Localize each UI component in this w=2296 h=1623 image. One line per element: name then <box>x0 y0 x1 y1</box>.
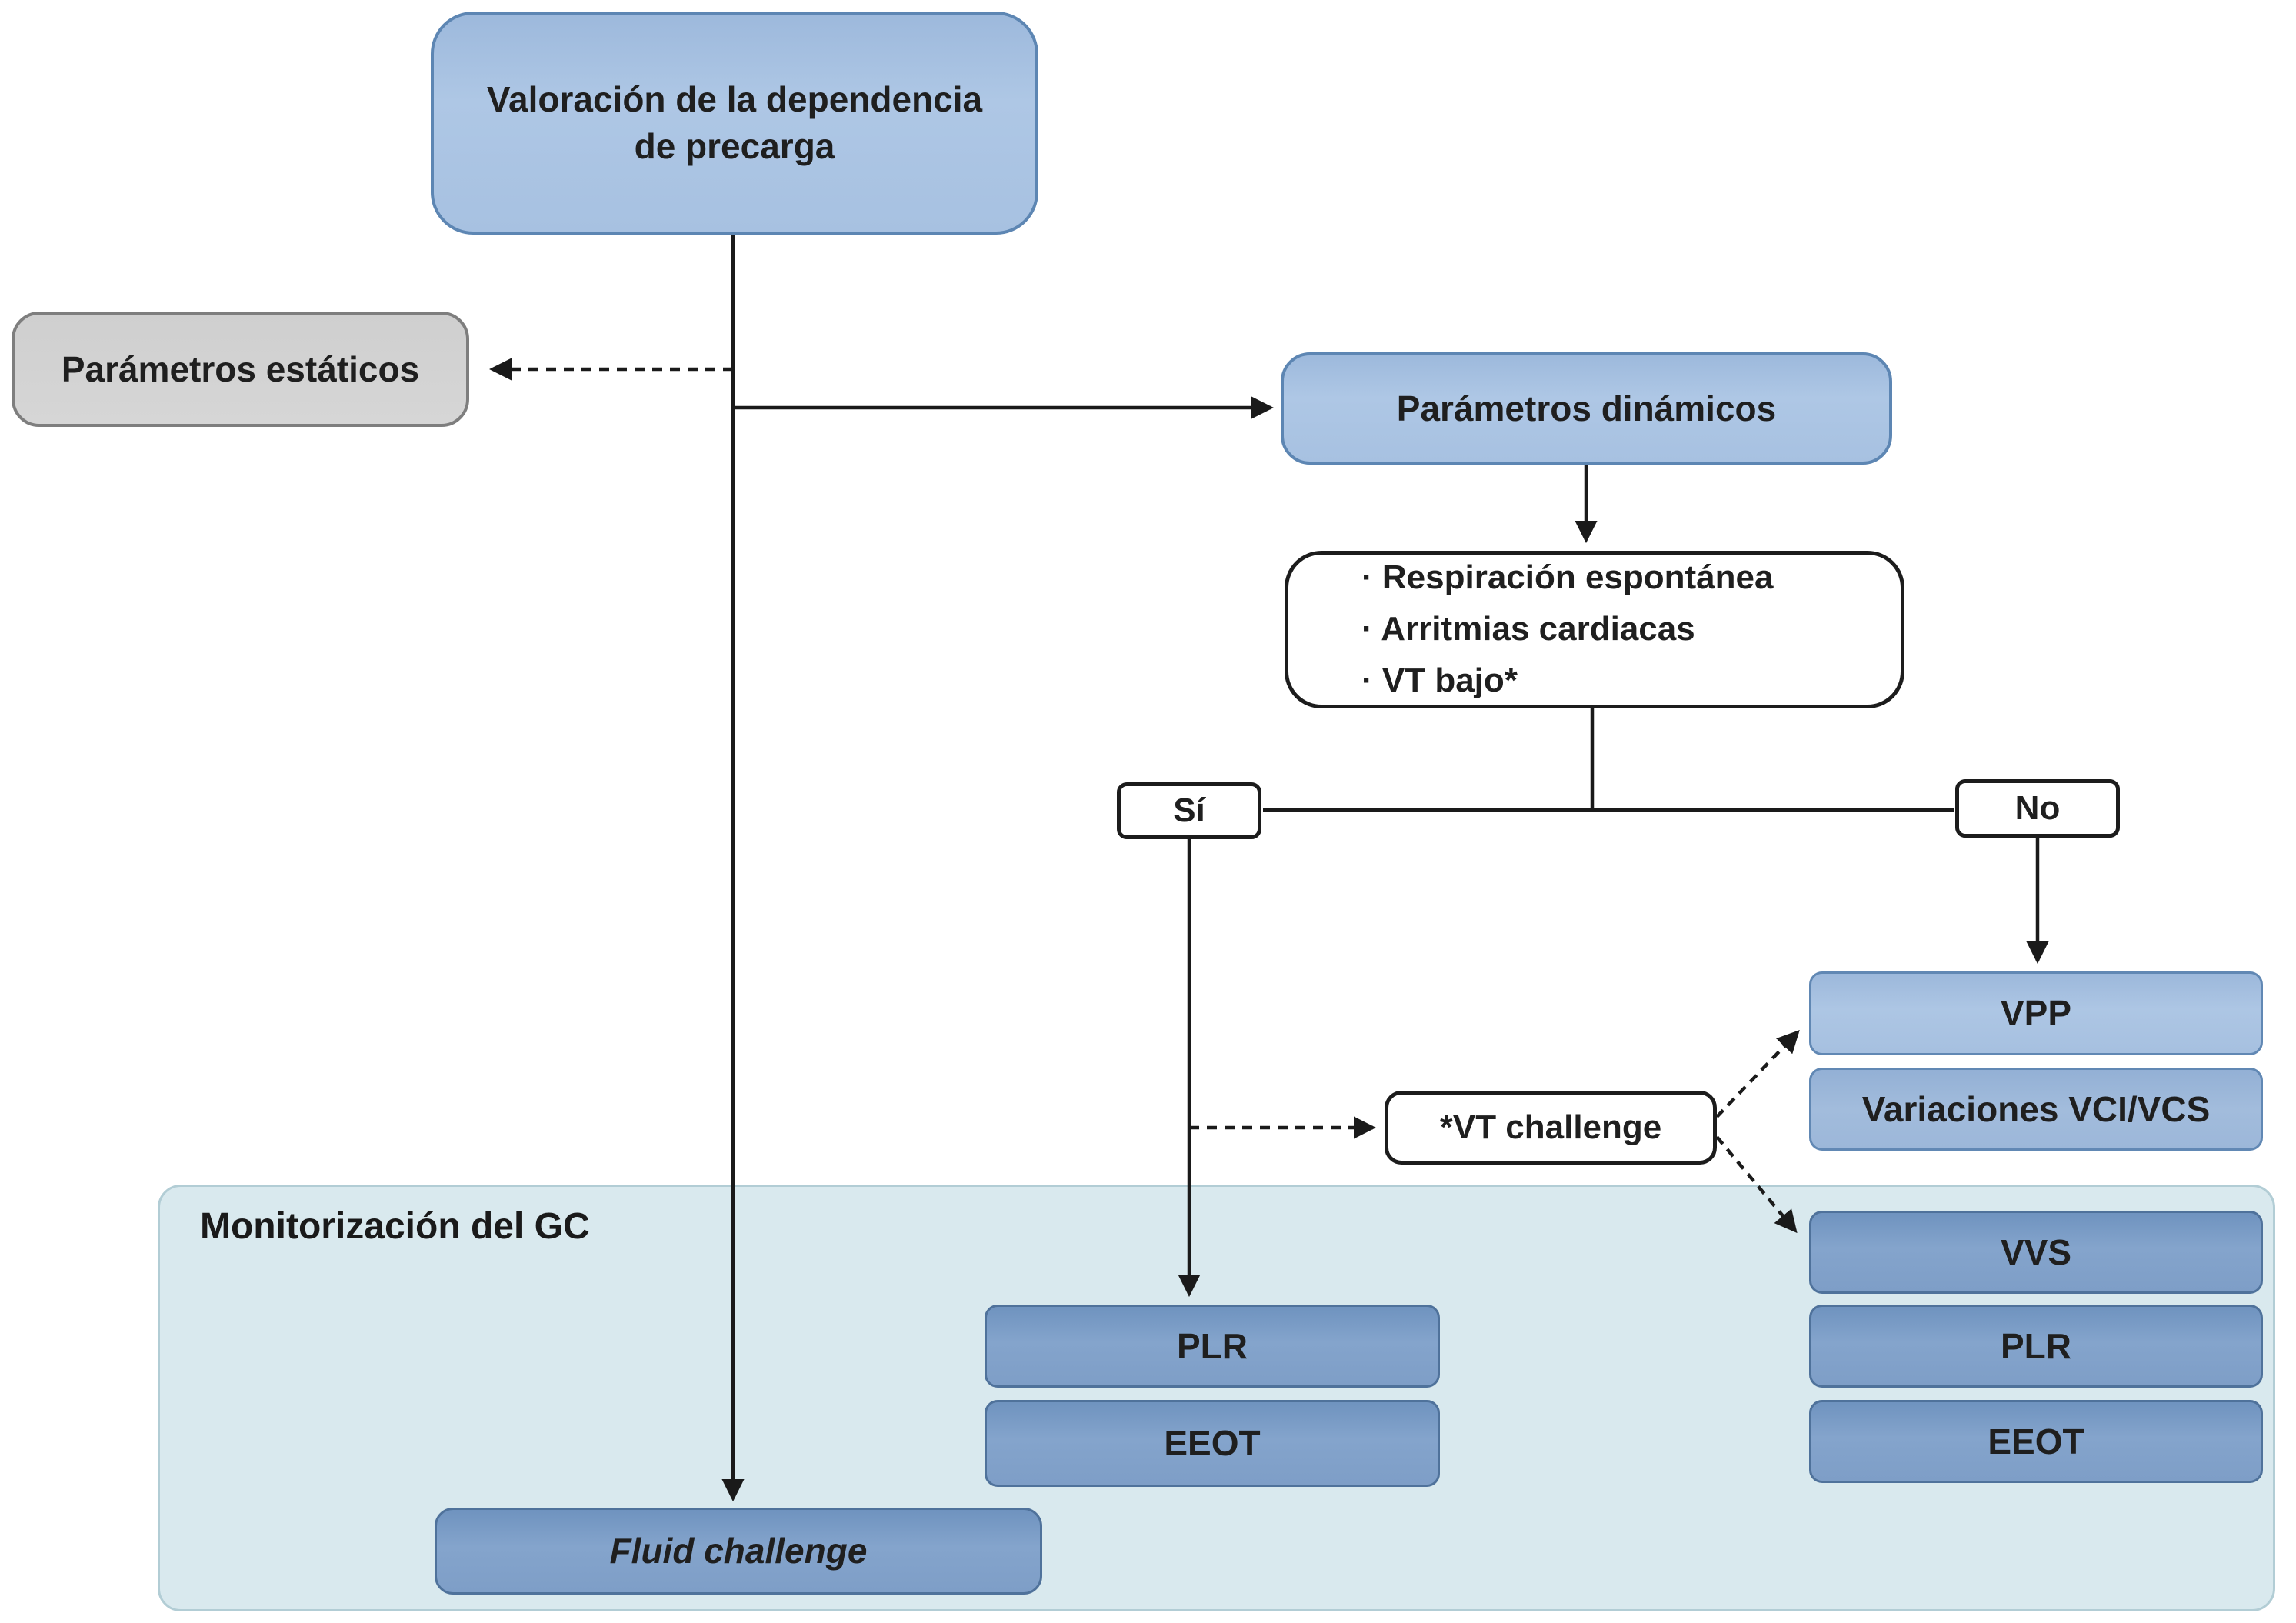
node-preload-dependence-assessment: Valoración de la dependencia de precarga <box>431 12 1038 235</box>
node-criteria-list: · Respiración espontánea · Arritmias car… <box>1285 551 1904 708</box>
node-eeot-right: EEOT <box>1809 1400 2263 1483</box>
criteria-item-low-vt: · VT bajo* <box>1361 661 1518 699</box>
node-dynamic-parameters: Parámetros dinámicos <box>1281 352 1892 465</box>
criteria-item-cardiac-arrhythmias: · Arritmias cardiacas <box>1361 610 1695 648</box>
node-vpp: VPP <box>1809 971 2263 1055</box>
node-plr-left: PLR <box>985 1305 1440 1388</box>
node-branch-no: No <box>1955 779 2120 838</box>
node-eeot-left: EEOT <box>985 1400 1440 1487</box>
node-plr-right: PLR <box>1809 1305 2263 1388</box>
node-vvs: VVS <box>1809 1211 2263 1294</box>
node-branch-yes: Sí <box>1117 782 1261 839</box>
node-fluid-challenge: Fluid challenge <box>435 1508 1042 1595</box>
gc-monitoring-label: Monitorización del GC <box>200 1206 590 1247</box>
criteria-item-spontaneous-breathing: · Respiración espontánea <box>1361 558 1774 597</box>
node-static-parameters: Parámetros estáticos <box>12 312 469 427</box>
node-vci-vcs-variations: Variaciones VCI/VCS <box>1809 1068 2263 1151</box>
node-vt-challenge: *VT challenge <box>1385 1091 1717 1165</box>
edge-vtchallenge-to-vpp-dashed <box>1715 1030 1800 1118</box>
